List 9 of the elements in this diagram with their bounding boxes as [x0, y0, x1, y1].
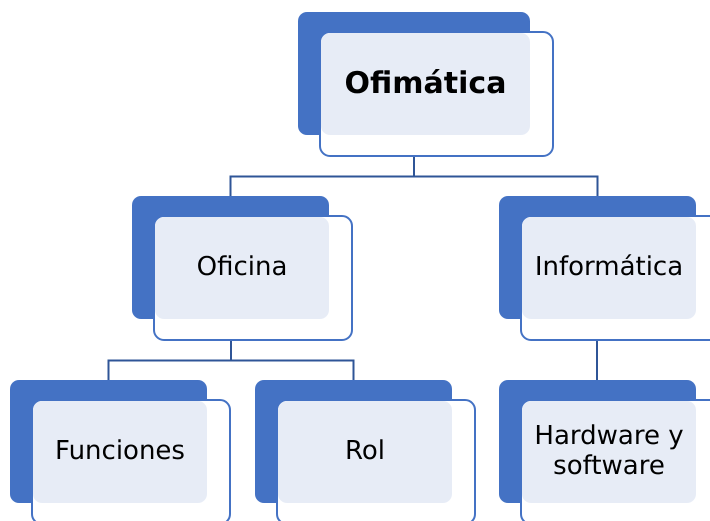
- node-label: Funciones: [55, 437, 185, 467]
- node-label: Rol: [344, 437, 386, 467]
- connector-line: [413, 157, 598, 196]
- node-label: Hardware y software: [533, 422, 685, 482]
- node-label: Oficina: [196, 253, 288, 283]
- connector-line: [230, 341, 354, 380]
- node-label: Ofimática: [344, 66, 506, 102]
- node-label: Informática: [534, 253, 684, 283]
- connector-line: [596, 341, 598, 380]
